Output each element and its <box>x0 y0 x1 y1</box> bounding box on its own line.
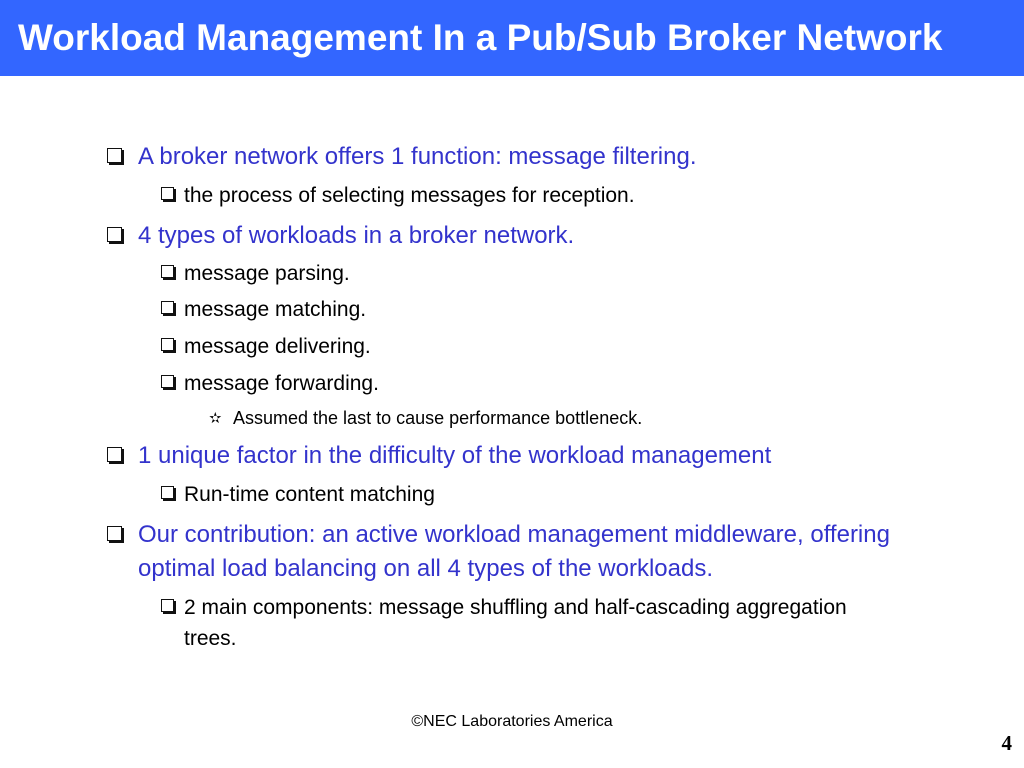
bullet-item: 1 unique factor in the difficulty of the… <box>107 439 967 473</box>
bullet-item: 2 main components: message shuffling and… <box>161 592 881 654</box>
checkbox-bullet-icon <box>161 486 174 499</box>
bullet-text: the process of selecting messages for re… <box>184 184 635 207</box>
bullet-text: Our contribution: an active workload man… <box>138 521 890 582</box>
bullet-item: A broker network offers 1 function: mess… <box>107 140 967 174</box>
slide-title: Workload Management In a Pub/Sub Broker … <box>18 17 943 58</box>
star-bullet-icon: ✫ <box>209 409 222 427</box>
checkbox-bullet-icon <box>107 148 122 163</box>
bullet-item: Run-time content matching <box>161 479 961 510</box>
checkbox-bullet-icon <box>107 447 122 462</box>
bullet-item: message matching. <box>161 294 961 325</box>
bullet-text: message delivering. <box>184 335 371 358</box>
bullet-item: ✫ Assumed the last to cause performance … <box>209 405 969 431</box>
bullet-item: the process of selecting messages for re… <box>161 180 961 211</box>
title-bar: Workload Management In a Pub/Sub Broker … <box>0 0 1024 76</box>
bullet-text: message parsing. <box>184 262 350 285</box>
bullet-text: Assumed the last to cause performance bo… <box>233 408 643 428</box>
bullet-text: message forwarding. <box>184 372 379 395</box>
checkbox-bullet-icon <box>161 301 174 314</box>
bullet-item: 4 types of workloads in a broker network… <box>107 219 967 253</box>
bullet-item: message delivering. <box>161 331 961 362</box>
bullet-text: 2 main components: message shuffling and… <box>184 596 847 650</box>
checkbox-bullet-icon <box>107 227 122 242</box>
bullet-item: message parsing. <box>161 258 961 289</box>
bullet-item: Our contribution: an active workload man… <box>107 518 957 586</box>
bullet-text: 1 unique factor in the difficulty of the… <box>138 442 772 469</box>
bullet-text: message matching. <box>184 298 367 321</box>
bullet-item: message forwarding. <box>161 368 961 399</box>
page-number: 4 <box>1001 731 1013 755</box>
checkbox-bullet-icon <box>161 338 174 351</box>
footer-copyright: ©NEC Laboratories America <box>411 713 613 730</box>
checkbox-bullet-icon <box>161 187 174 200</box>
checkbox-bullet-icon <box>107 526 122 541</box>
bullet-text: Run-time content matching <box>184 483 435 506</box>
bullet-text: A broker network offers 1 function: mess… <box>138 143 697 170</box>
checkbox-bullet-icon <box>161 375 174 388</box>
checkbox-bullet-icon <box>161 599 174 612</box>
bullet-text: 4 types of workloads in a broker network… <box>138 222 575 249</box>
checkbox-bullet-icon <box>161 265 174 278</box>
